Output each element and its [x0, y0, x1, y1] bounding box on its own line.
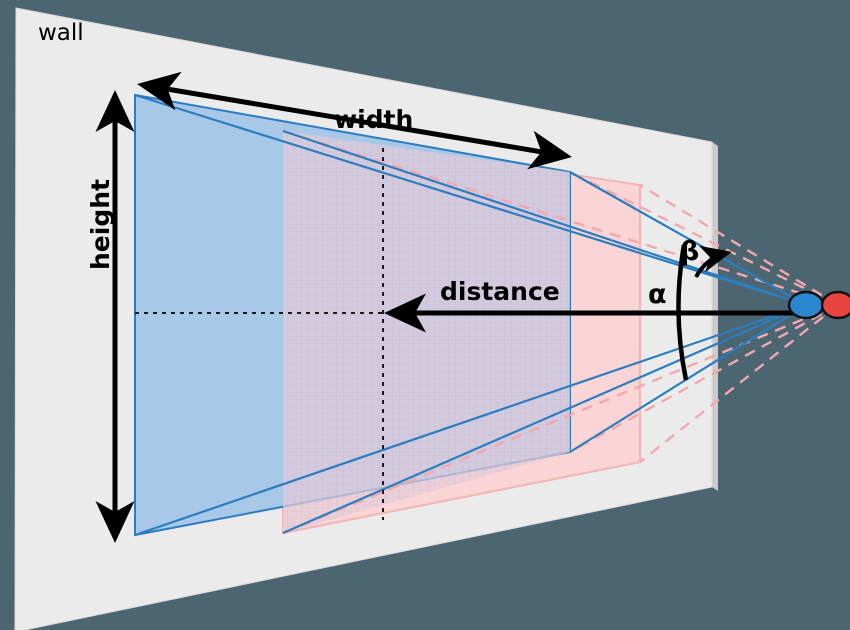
beta-arc [694, 245, 732, 278]
height-label: height [86, 179, 115, 270]
wall-label: wall [38, 20, 84, 46]
alpha-label: α [648, 279, 667, 310]
wall-edge-shadow [712, 142, 718, 491]
blue-eye-marker [787, 290, 825, 320]
beta-label: β [680, 236, 700, 267]
distance-label: distance [440, 277, 560, 306]
blue-projection-rays [134, 93, 807, 537]
screen-overlap-tint [283, 131, 570, 533]
alpha-arc [676, 244, 689, 381]
width-label: width [334, 105, 414, 134]
screen-overlap-region [283, 131, 570, 533]
width-arrow [137, 71, 572, 170]
red-eye-marker [820, 290, 850, 320]
